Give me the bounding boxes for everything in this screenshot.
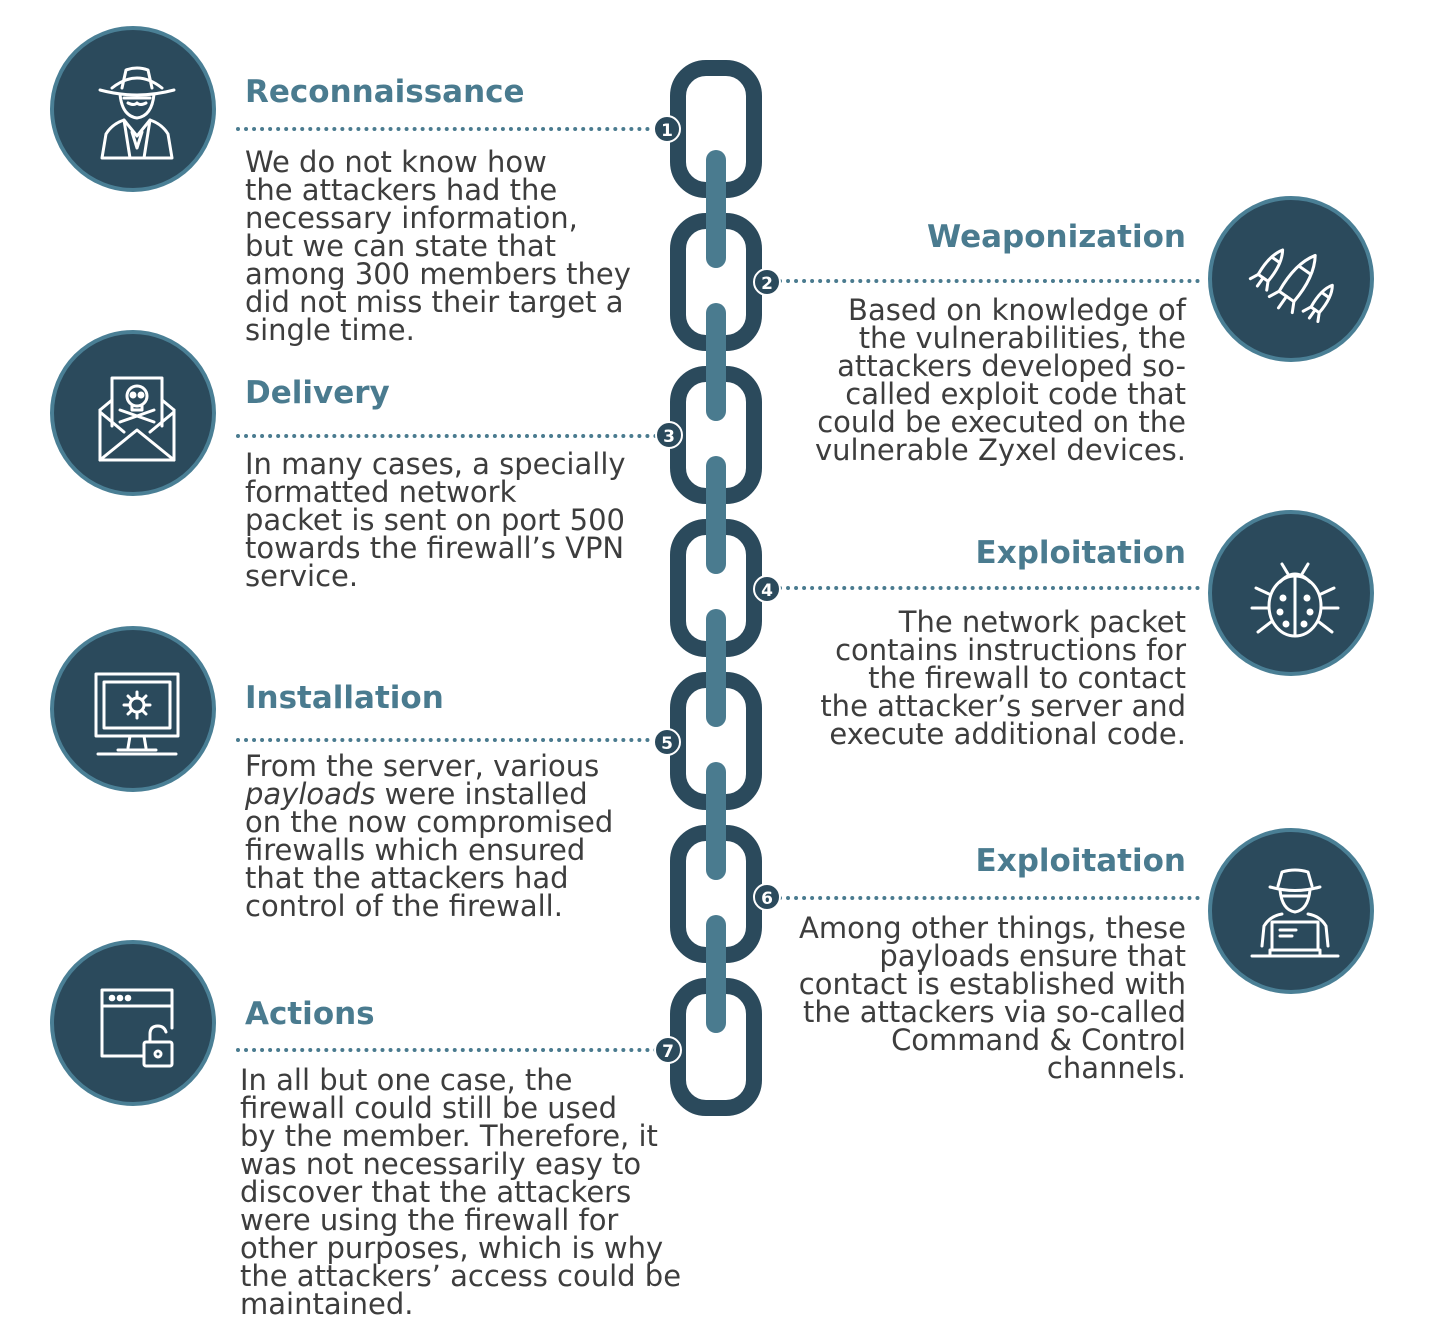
step-number-7: 7 [654,1036,682,1064]
chain-connector-bar [706,456,726,574]
text-line: could be executed on the [817,405,1186,439]
reconnaissance-connector [236,127,666,131]
text-line: Among other things, these [799,911,1186,945]
text-line: formatted network [245,475,517,509]
text-line: on the now compromised [245,805,614,839]
text-line: Based on knowledge of [848,293,1186,327]
step-number-6: 6 [753,883,781,911]
delivery-connector [236,434,666,438]
text-line: but we can state that [245,229,557,263]
text-line: contact is established with [798,967,1186,1001]
exploitation-description-1: The network packet contains instructions… [820,605,1186,751]
installation-connector [236,738,666,742]
exploitation-connector-1 [778,586,1200,590]
text-line: The network packet [898,605,1186,639]
chain-connector-bar [706,150,726,268]
chain-connector-bar [706,915,726,1033]
text-line: were using the firewall for [240,1203,619,1237]
text-line: that the attackers had [245,861,569,895]
reconnaissance-title: Reconnaissance [245,74,525,110]
text-line: packet is sent on port 500 [245,503,625,537]
step-number-4: 4 [753,575,781,603]
chain-connector-bar [706,762,726,880]
text-line: among 300 members they [245,257,631,291]
step-number-3: 3 [655,421,683,449]
text-line: In all but one case, the [240,1063,573,1097]
text-line: payloads ensure that [879,939,1186,973]
browser-unlock-icon [100,988,174,1068]
exploitation-circle-2 [1208,828,1374,994]
delivery-title: Delivery [245,375,390,411]
text-line: service. [245,559,359,593]
step-number-1: 1 [653,115,681,143]
text-fragment: were installed [375,777,588,811]
actions-circle [50,940,216,1106]
text-line: execute additional code. [829,717,1186,751]
chain-connector-bar [706,609,726,727]
exploitation-description-2: Among other things, these payloads ensur… [798,911,1186,1085]
text-line: did not miss their target a [245,285,624,319]
text-line: From the server, various [245,749,600,783]
text-line: channels. [1046,1051,1186,1085]
text-line: necessary information, [245,201,578,235]
installation-circle [50,626,216,792]
hacker-laptop-icon [1250,868,1340,958]
text-line: called exploit code that [845,377,1186,411]
weaponization-circle [1208,196,1374,362]
step-number-2: 2 [753,268,781,296]
text-line: by the member. Therefore, it [240,1119,658,1153]
text-line: the attacker’s server and [820,689,1186,723]
text-line: payloads were installed [245,777,613,811]
reconnaissance-circle [50,26,216,192]
reconnaissance-description: We do not know how the attackers had the… [245,145,631,347]
italic-term: payloads [245,777,376,811]
text-line: firewall could still be used [240,1091,618,1125]
text-line: the vulnerabilities, the [858,321,1186,355]
text-line: We do not know how [245,145,547,179]
text-line: the attackers via so-called [802,995,1186,1029]
text-line: towards the firewall’s VPN [245,531,625,565]
bug-icon [1250,562,1340,638]
text-line: In many cases, a specially [245,447,626,481]
text-line: maintained. [240,1287,414,1321]
exploitation-title-2: Exploitation [975,843,1186,879]
exploitation-title-1: Exploitation [975,535,1186,571]
weaponization-connector [778,279,1200,283]
weaponization-title: Weaponization [927,219,1186,255]
text-line: the attackers had the [245,173,558,207]
monitor-virus-icon [94,672,180,756]
envelope-skull-icon [98,376,176,462]
text-line: single time. [245,313,415,347]
text-line: Command & Control [891,1023,1186,1057]
text-line: other purposes, which is why [240,1231,664,1265]
text-line: the attackers’ access could be [240,1259,682,1293]
chain-links [670,60,762,1116]
exploitation-circle-1 [1208,510,1374,676]
spy-icon [98,66,176,160]
step-number-5: 5 [653,728,681,756]
actions-description: In all but one case, the firewall could … [240,1063,682,1321]
text-line: firewalls which ensured [245,833,586,867]
chain-connector-bar [706,303,726,421]
text-line: was not necessarily easy to [240,1147,642,1181]
delivery-description: In many cases, a specially formatted net… [245,447,626,593]
installation-title: Installation [245,680,444,716]
actions-connector [236,1048,666,1052]
exploitation-connector-2 [778,896,1200,900]
text-line: the firewall to contact [868,661,1186,695]
text-line: vulnerable Zyxel devices. [814,433,1186,467]
actions-title: Actions [245,996,375,1032]
delivery-circle [50,330,216,496]
weaponization-description: Based on knowledge of the vulnerabilitie… [814,293,1186,467]
text-line: attackers developed so- [837,349,1186,383]
text-line: discover that the attackers [240,1175,632,1209]
missiles-icon [1248,248,1334,324]
installation-description: From the server, various payloads were i… [245,749,614,923]
text-line: control of the firewall. [245,889,563,923]
text-line: contains instructions for [835,633,1186,667]
